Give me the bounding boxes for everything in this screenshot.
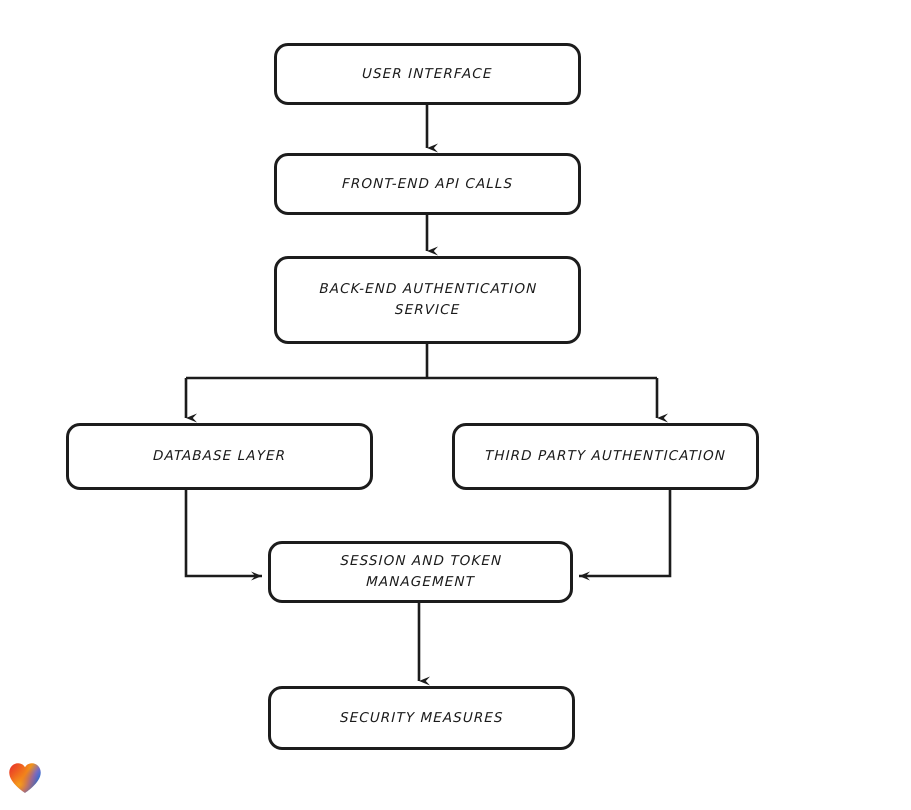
node-label-session-and-token-management: SESSION AND TOKEN MANAGEMENT [339, 553, 503, 590]
node-label-security-measures: SECURITY MEASURES [339, 709, 504, 726]
node-label-user-interface: USER INTERFACE [362, 65, 494, 82]
node-backend-authentication-service[interactable]: BACK-END AUTHENTICATION SERVICE [274, 256, 581, 344]
node-user-interface[interactable]: USER INTERFACE [274, 43, 581, 105]
node-frontend-api-calls[interactable]: FRONT-END API CALLS [274, 153, 581, 215]
node-third-party-authentication[interactable]: THIRD PARTY AUTHENTICATION [452, 423, 759, 490]
edge-database-layer-to-session-token [184, 490, 262, 581]
node-security-measures[interactable]: SECURITY MEASURES [268, 686, 575, 750]
node-label-database-layer: DATABASE LAYER [152, 448, 287, 465]
node-session-and-token-management[interactable]: SESSION AND TOKEN MANAGEMENT [268, 541, 573, 603]
heart-icon [9, 763, 41, 793]
node-database-layer[interactable]: DATABASE LAYER [66, 423, 373, 490]
node-label-frontend-api-calls: FRONT-END API CALLS [341, 175, 514, 192]
edge-third-party-auth-to-session-token [579, 490, 672, 581]
node-label-third-party-authentication: THIRD PARTY AUTHENTICATION [484, 448, 727, 465]
node-label-backend-authentication-service: BACK-END AUTHENTICATION SERVICE [318, 281, 538, 318]
